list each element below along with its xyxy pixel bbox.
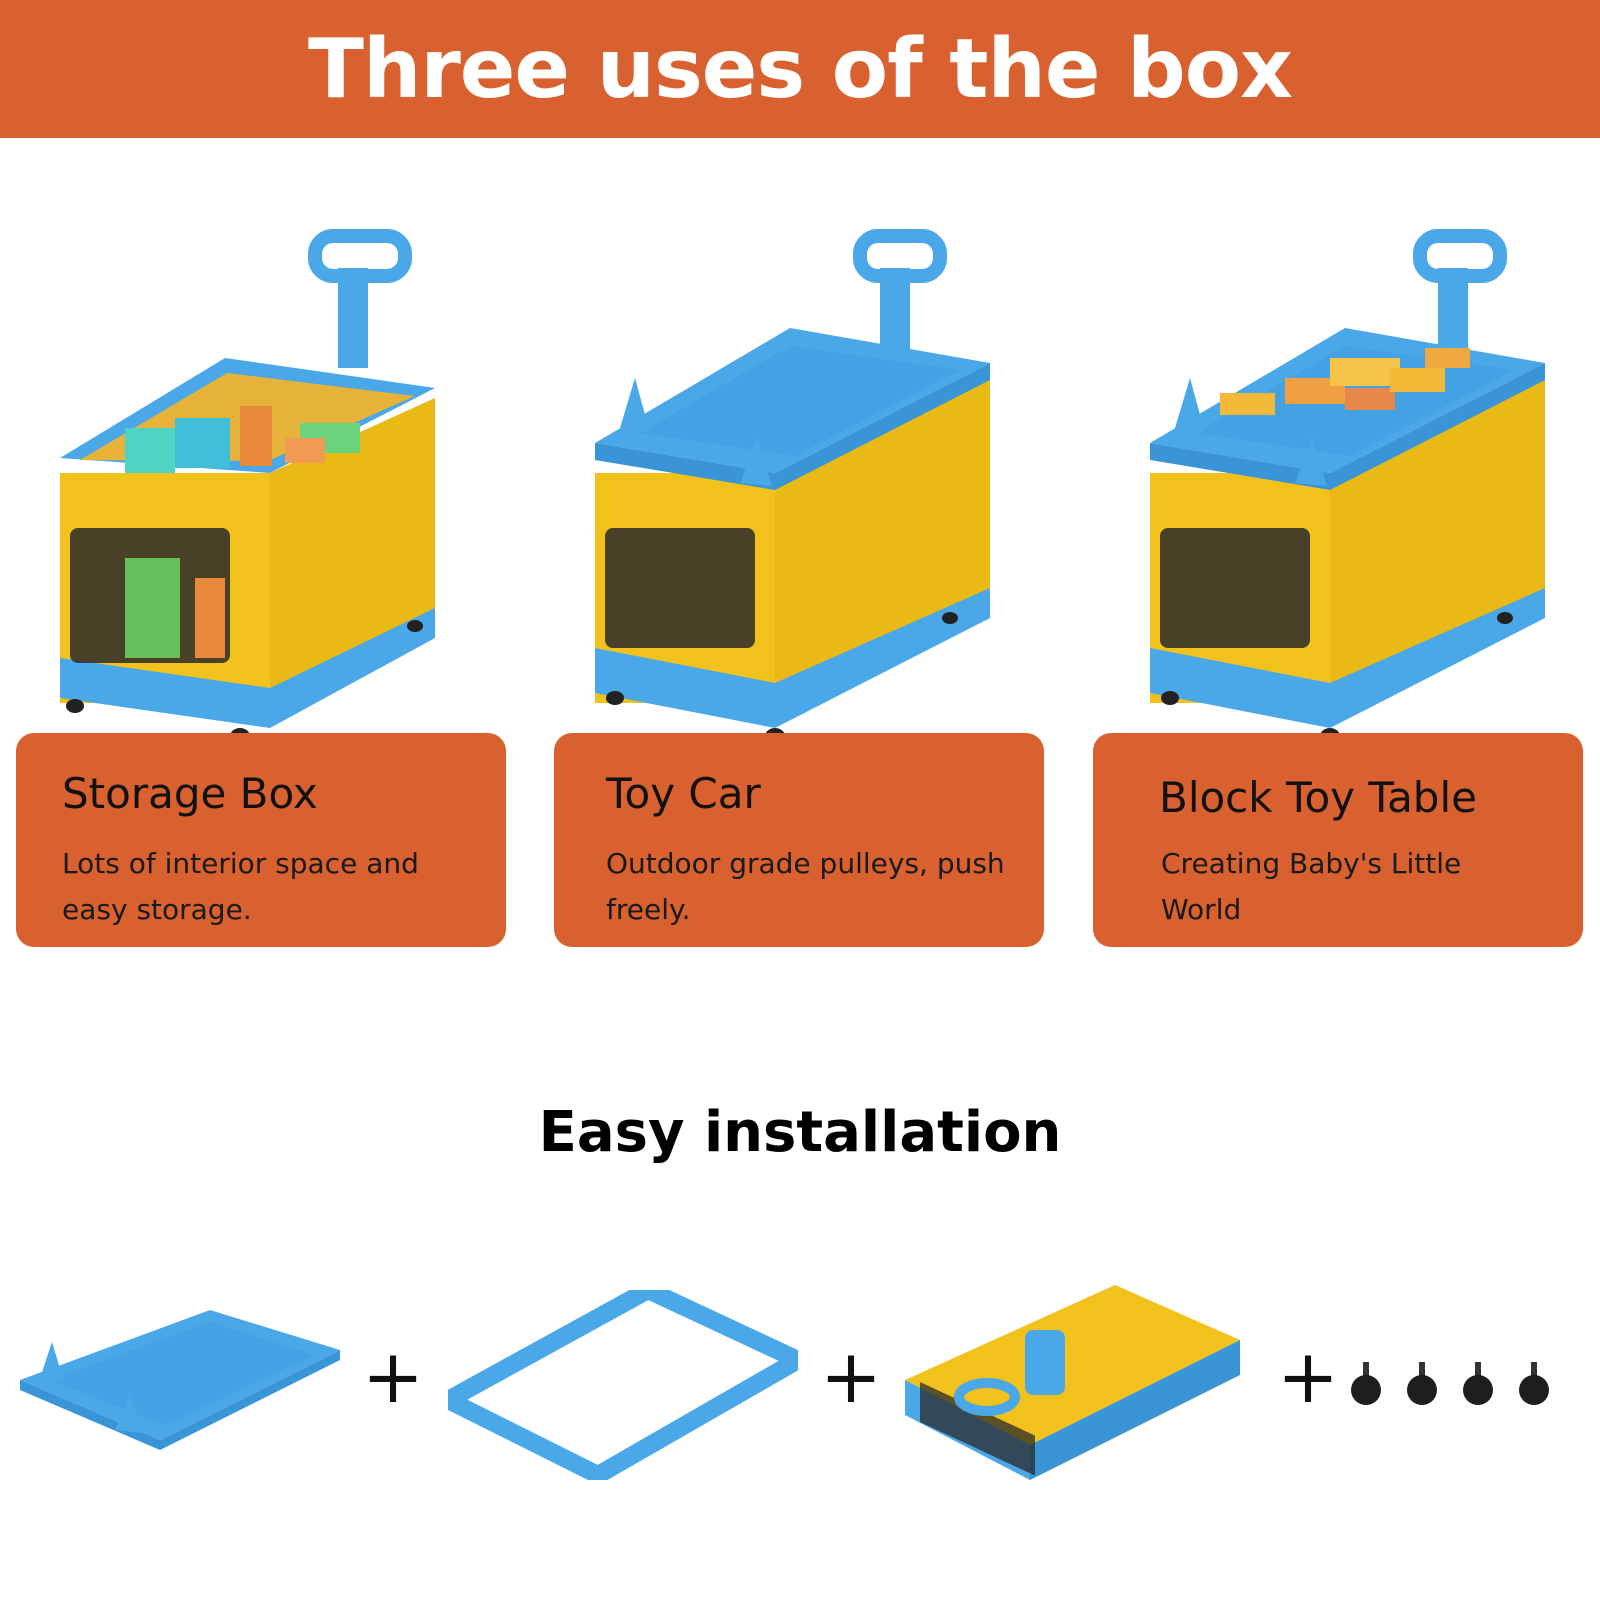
- use-card-description: Lots of interior space and easy storage.: [62, 847, 419, 926]
- use-card-description: Outdoor grade pulleys, push freely.: [606, 847, 1005, 926]
- use-card-toy-car: Toy Car Outdoor grade pulleys, push free…: [554, 733, 1044, 947]
- use-card-title: Toy Car: [606, 769, 761, 818]
- use-card-storage-box: Storage Box Lots of interior space and e…: [16, 733, 506, 947]
- wheel-icon: [1351, 1362, 1381, 1405]
- use-card-title: Block Toy Table: [1159, 773, 1477, 822]
- wheels-part-image: [1350, 1360, 1560, 1414]
- plus-sign: +: [1277, 1334, 1340, 1420]
- toy-car-image: [595, 228, 1000, 758]
- wheel-icon: [1463, 1362, 1493, 1405]
- installation-title: Easy installation: [538, 1100, 1062, 1165]
- wheel-icon: [1407, 1362, 1437, 1405]
- plus-sign: +: [362, 1334, 425, 1420]
- page-title: Three uses of the box: [308, 21, 1293, 117]
- lid-part-image: [20, 1300, 340, 1464]
- header-banner: Three uses of the box: [0, 0, 1600, 138]
- folded-box-part-image: [905, 1285, 1240, 1489]
- use-card-block-toy-table: Block Toy Table Creating Baby's Little W…: [1093, 733, 1583, 947]
- use-card-description: Creating Baby's Little World: [1161, 847, 1462, 926]
- storage-box-image: [55, 228, 455, 758]
- wheel-icon: [1519, 1362, 1549, 1405]
- block-toy-table-image: [1150, 228, 1555, 758]
- frame-part-image: [439, 1281, 807, 1484]
- plus-sign: +: [820, 1334, 883, 1420]
- use-card-title: Storage Box: [62, 769, 318, 818]
